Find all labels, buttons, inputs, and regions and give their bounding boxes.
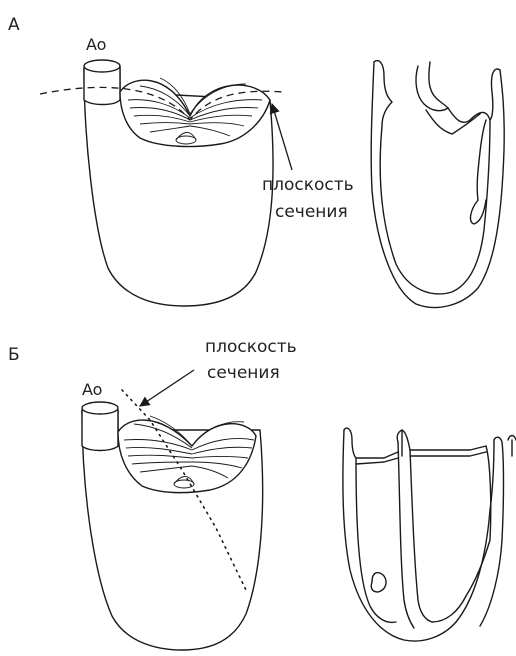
- panel-a-aorta-icon: [84, 68, 120, 105]
- panel-b-section-outer-wall: [343, 430, 494, 641]
- panel-b-aorta-label: Ao: [82, 380, 102, 399]
- panel-b-heart-drawing: [82, 390, 263, 650]
- panel-b-plane-arrow: [140, 370, 194, 406]
- panel-a-plane-label-line1: плоскость: [262, 175, 354, 195]
- panel-b-aorta-top: [82, 402, 118, 414]
- panel-a-aorta-label: Ao: [86, 35, 106, 54]
- panel-a-letter: А: [8, 15, 20, 35]
- panel-a-cross-section: [371, 61, 504, 308]
- panel-a-aorta-top: [84, 60, 120, 72]
- panel-b: Б Ao плоскость сечения: [8, 337, 516, 650]
- panel-b-septum: [398, 442, 414, 628]
- panel-b-letter: Б: [8, 345, 20, 365]
- panel-b-plane-label-line1: плоскость: [205, 337, 297, 357]
- panel-a-heart-drawing: [40, 60, 285, 306]
- panel-b-aorta-icon: [82, 410, 118, 451]
- panel-b-plane-label-line2: сечения: [207, 363, 280, 383]
- panel-a-plane-arrow: [272, 104, 292, 170]
- panel-b-cross-section: [343, 428, 516, 641]
- panel-a: А Ao: [8, 15, 504, 307]
- panel-a-plane-label-line2: сечения: [275, 202, 348, 222]
